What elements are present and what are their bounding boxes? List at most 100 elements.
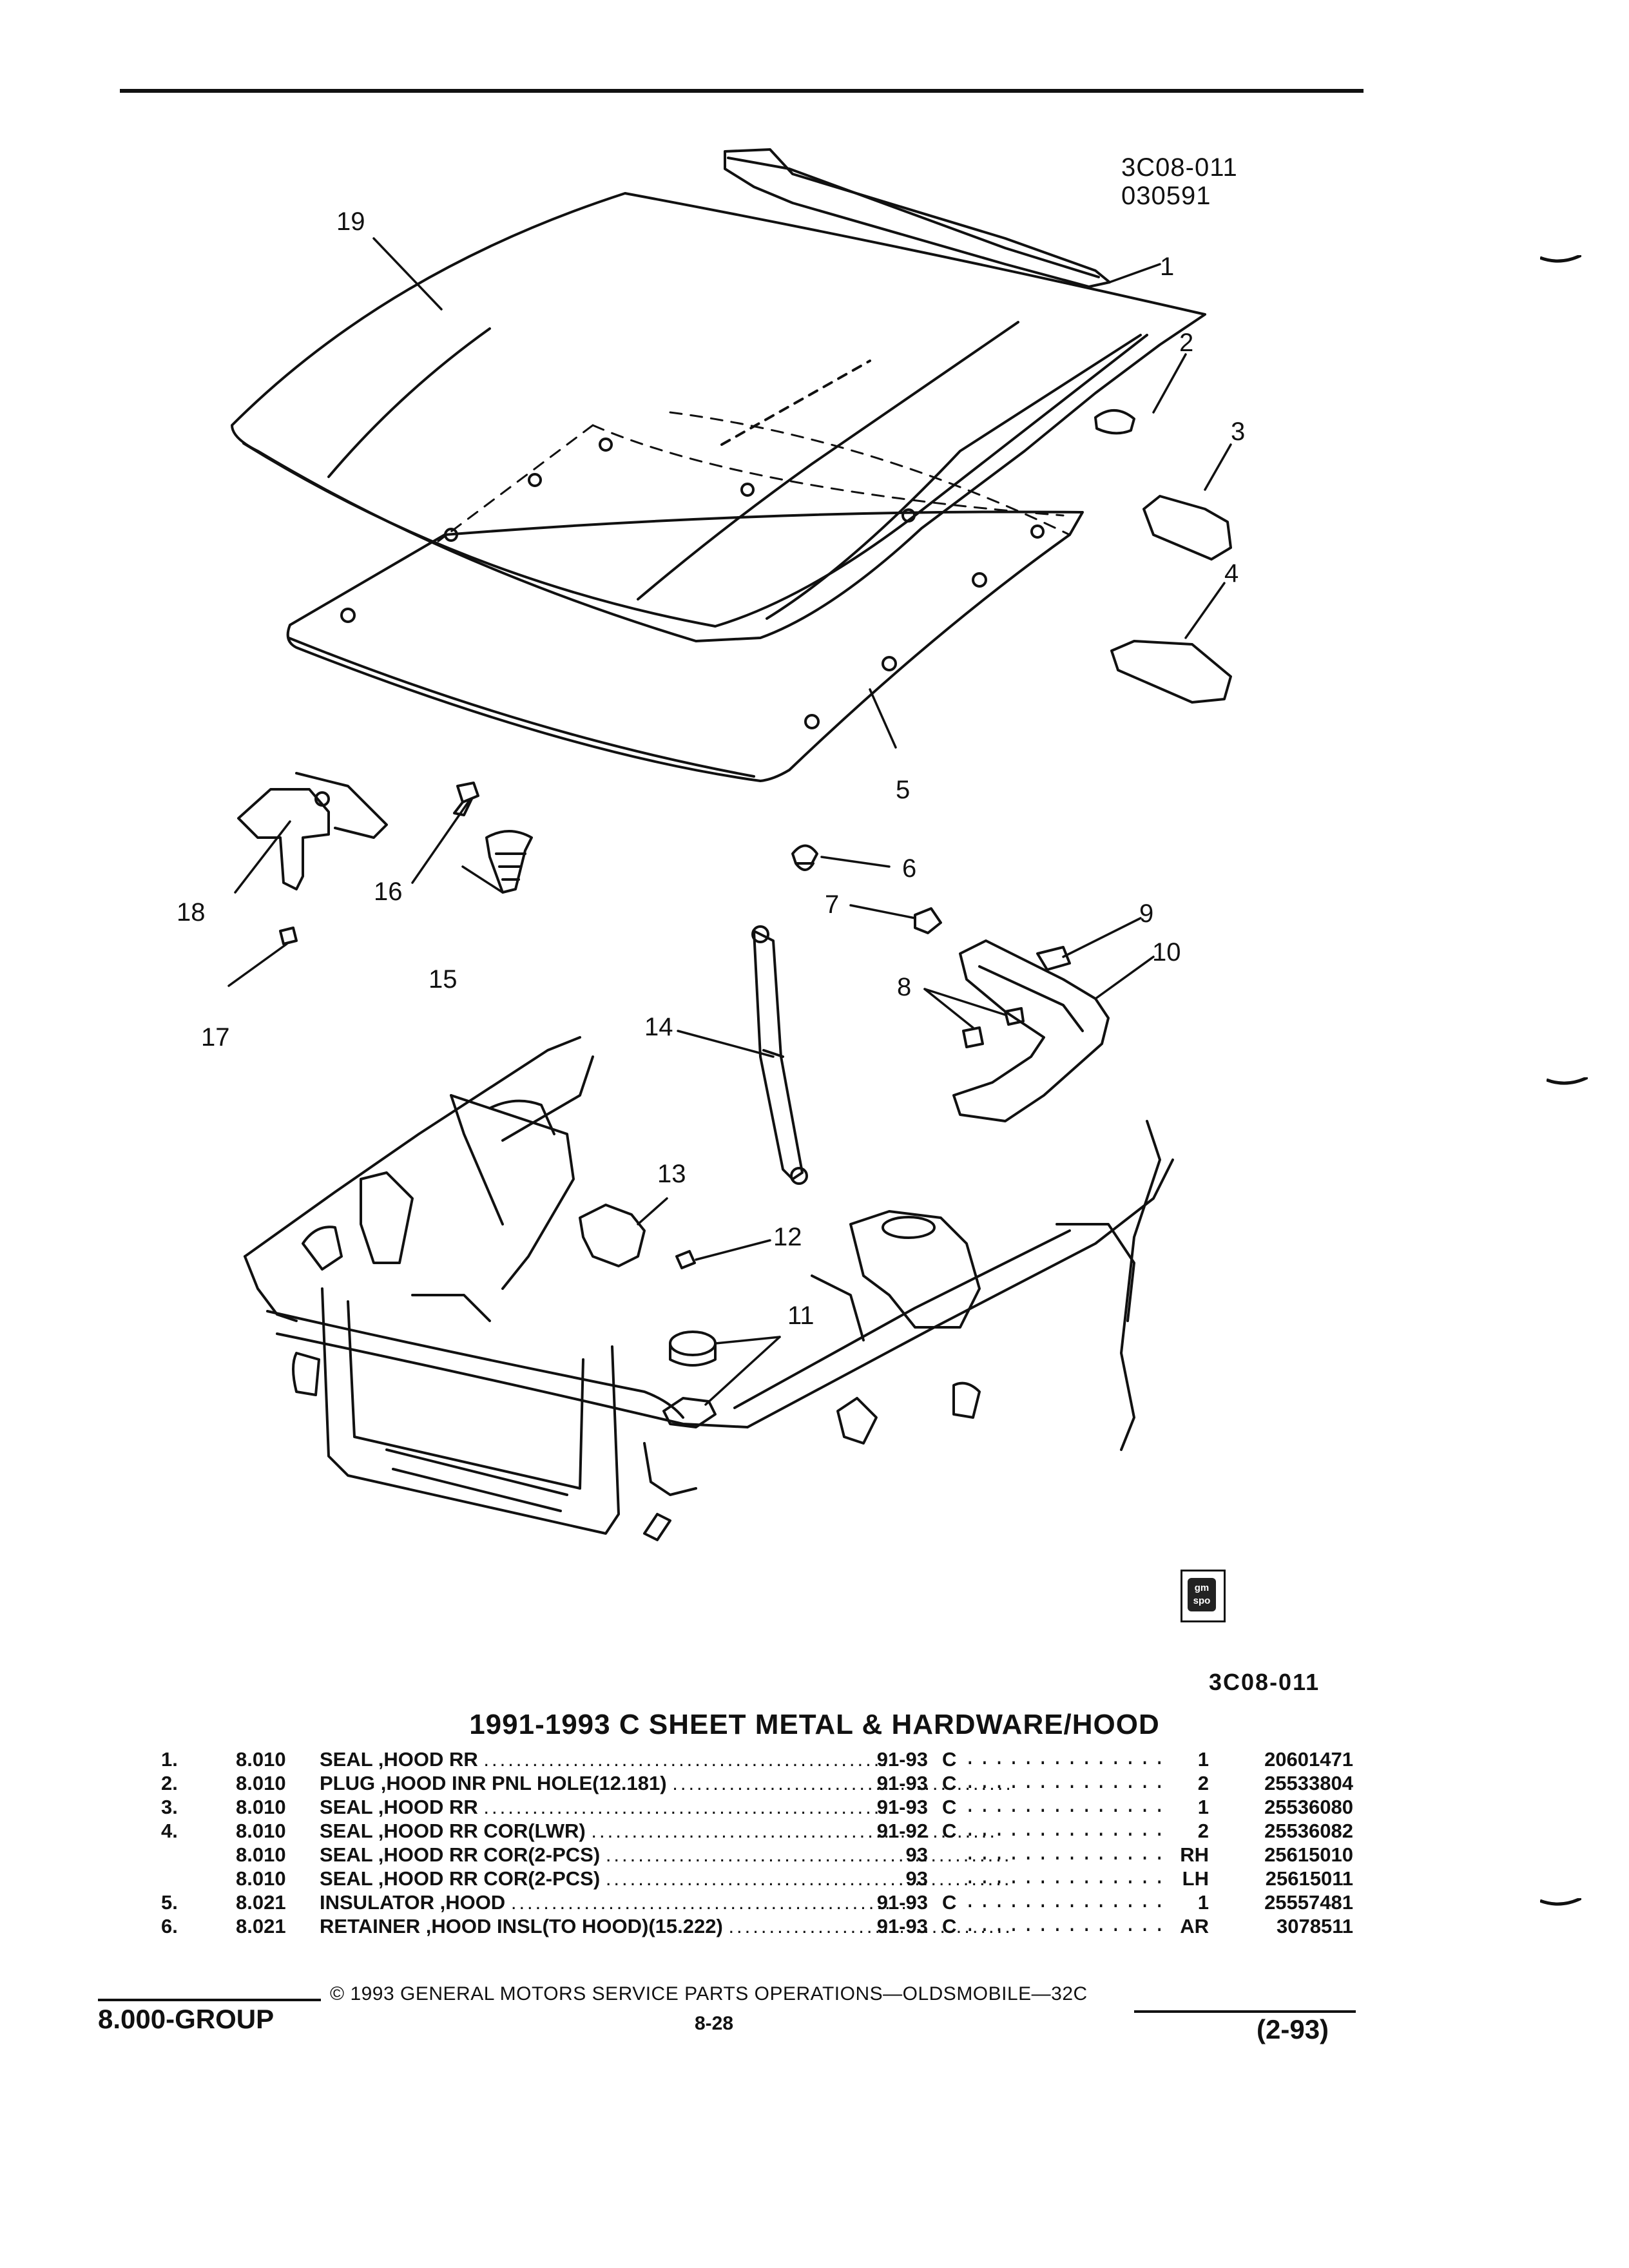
callout-16: 16 (374, 878, 403, 906)
part-13-bracket (579, 1204, 646, 1267)
part-number: 3078511 (1211, 1914, 1353, 1938)
part-2-plug (1094, 409, 1135, 435)
part-number: 25557481 (1211, 1890, 1353, 1914)
callout-2: 2 (1179, 329, 1194, 357)
quantity: 2 (1170, 1771, 1209, 1795)
part-6-retainer (791, 844, 818, 871)
description-text: SEAL ,HOOD RR COR(2-PCS) (320, 1867, 601, 1890)
callout-15: 15 (429, 965, 458, 994)
footer-rule-left (98, 1999, 321, 2001)
callout-13: 13 (657, 1160, 686, 1188)
part-16-stud (453, 782, 479, 816)
part-4-seal (1110, 640, 1232, 704)
item-number: 4. (161, 1820, 178, 1842)
part-17-fastener (279, 927, 298, 945)
part-10-hinge (952, 939, 1110, 1122)
part-11-bumper (662, 1331, 717, 1428)
item-number: 1. (161, 1748, 178, 1771)
top-rule (120, 89, 1364, 93)
carline: C (942, 1796, 957, 1818)
model-years: 91-93 (876, 1915, 928, 1937)
carline: C (942, 1820, 957, 1842)
leader-lines (227, 237, 1232, 1406)
description-text: SEAL ,HOOD RR (320, 1796, 478, 1818)
description-text: SEAL ,HOOD RR COR(LWR) (320, 1820, 586, 1842)
footer-rule-right (1134, 2010, 1356, 2013)
revision-date: (2-93) (1257, 2014, 1329, 2044)
group-number: 8.010 (236, 1843, 286, 1866)
part-12-bolt (675, 1250, 696, 1269)
item-number: 2. (161, 1772, 178, 1794)
callout-7: 7 (825, 890, 840, 919)
callout-4: 4 (1224, 559, 1239, 588)
quantity: 1 (1170, 1890, 1209, 1914)
group-number: 8.021 (236, 1915, 286, 1937)
illustration-id-line-2: 030591 (1121, 182, 1211, 210)
parts-row: 3. 8.010 SEAL ,HOOD RR .................… (161, 1795, 1360, 1819)
quantity: RH (1170, 1843, 1209, 1867)
carline: C (942, 1772, 957, 1794)
group-number: 8.010 (236, 1748, 286, 1771)
callout-9: 9 (1139, 899, 1154, 928)
quantity: 2 (1170, 1819, 1209, 1843)
item-number: 6. (161, 1915, 178, 1937)
callout-18: 18 (177, 898, 206, 927)
callout-6: 6 (902, 854, 917, 883)
part-1-seal (724, 148, 1111, 288)
illustration-id: 3C08-011 030591 (1121, 153, 1238, 210)
parts-row: 5. 8.021 INSULATOR ,HOOD ...............… (161, 1890, 1360, 1914)
quantity: 1 (1170, 1795, 1209, 1819)
part-number: 25615011 (1211, 1867, 1353, 1890)
model-years: 91-93 (876, 1772, 928, 1794)
group-number: 8.021 (236, 1891, 286, 1914)
callout-3: 3 (1231, 418, 1246, 446)
binder-mark (1540, 1898, 1581, 1906)
parts-row: 8.010 SEAL ,HOOD RR COR(2-PCS) .........… (161, 1867, 1360, 1890)
group-number: 8.010 (236, 1796, 286, 1818)
front-end-body (244, 1036, 1174, 1541)
illustration-id-line-1: 3C08-011 (1121, 153, 1238, 182)
description-text: RETAINER ,HOOD INSL(TO HOOD)(15.222) (320, 1915, 723, 1937)
description-text: SEAL ,HOOD RR (320, 1748, 478, 1771)
quantity: AR (1170, 1914, 1209, 1938)
binder-mark (1547, 1077, 1588, 1085)
part-description: PLUG ,HOOD INR PNL HOLE(12.181) ........… (320, 1772, 1009, 1794)
page-number: 8-28 (695, 2013, 734, 2034)
part-5-insulator (286, 437, 1084, 782)
parts-list: 1. 8.010 SEAL ,HOOD RR .................… (161, 1747, 1360, 1938)
footer-group-label: 8.000-GROUP (98, 2004, 275, 2034)
hood-exploded-diagram (227, 148, 1232, 1541)
callout-17: 17 (201, 1023, 230, 1052)
parts-row: 1. 8.010 SEAL ,HOOD RR .................… (161, 1747, 1360, 1771)
part-description: SEAL ,HOOD RR ..........................… (320, 1796, 890, 1818)
part-15-bumper (485, 830, 533, 894)
part-7-nut (914, 907, 942, 934)
part-description: INSULATOR ,HOOD ........................… (320, 1891, 918, 1914)
quantity: LH (1170, 1867, 1209, 1890)
part-description: SEAL ,HOOD RR ..........................… (320, 1748, 890, 1771)
part-description: SEAL ,HOOD RR COR(2-PCS) ...............… (320, 1843, 1009, 1866)
description-text: INSULATOR ,HOOD (320, 1891, 506, 1914)
parts-row: 6. 8.021 RETAINER ,HOOD INSL(TO HOOD)(15… (161, 1914, 1360, 1938)
illustration-ref-code: 3C08-011 (1209, 1669, 1320, 1695)
part-number: 25615010 (1211, 1843, 1353, 1867)
section-title: 1991-1993 C SHEET METAL & HARDWARE/HOOD (469, 1709, 1160, 1740)
part-number: 20601471 (1211, 1747, 1353, 1771)
part-number: 25536082 (1211, 1819, 1353, 1843)
part-description: RETAINER ,HOOD INSL(TO HOOD)(15.222) ...… (320, 1915, 1009, 1937)
model-years: 91-93 (876, 1796, 928, 1818)
parts-row: 8.010 SEAL ,HOOD RR COR(2-PCS) .........… (161, 1843, 1360, 1867)
item-number: 5. (161, 1891, 178, 1914)
group-number: 8.010 (236, 1867, 286, 1890)
callout-1: 1 (1160, 253, 1175, 281)
binder-mark (1540, 255, 1581, 263)
part-18-latch (237, 772, 388, 890)
parts-row: 4. 8.010 SEAL ,HOOD RR COR(LWR) ........… (161, 1819, 1360, 1843)
item-number: 3. (161, 1796, 178, 1818)
part-description: SEAL ,HOOD RR COR(LWR) .................… (320, 1820, 998, 1842)
callout-11: 11 (787, 1302, 815, 1330)
description-text: SEAL ,HOOD RR COR(2-PCS) (320, 1843, 601, 1866)
part-3-seal (1142, 495, 1232, 561)
logo-text-spo: spo (1193, 1595, 1211, 1606)
carline: C (942, 1748, 957, 1771)
